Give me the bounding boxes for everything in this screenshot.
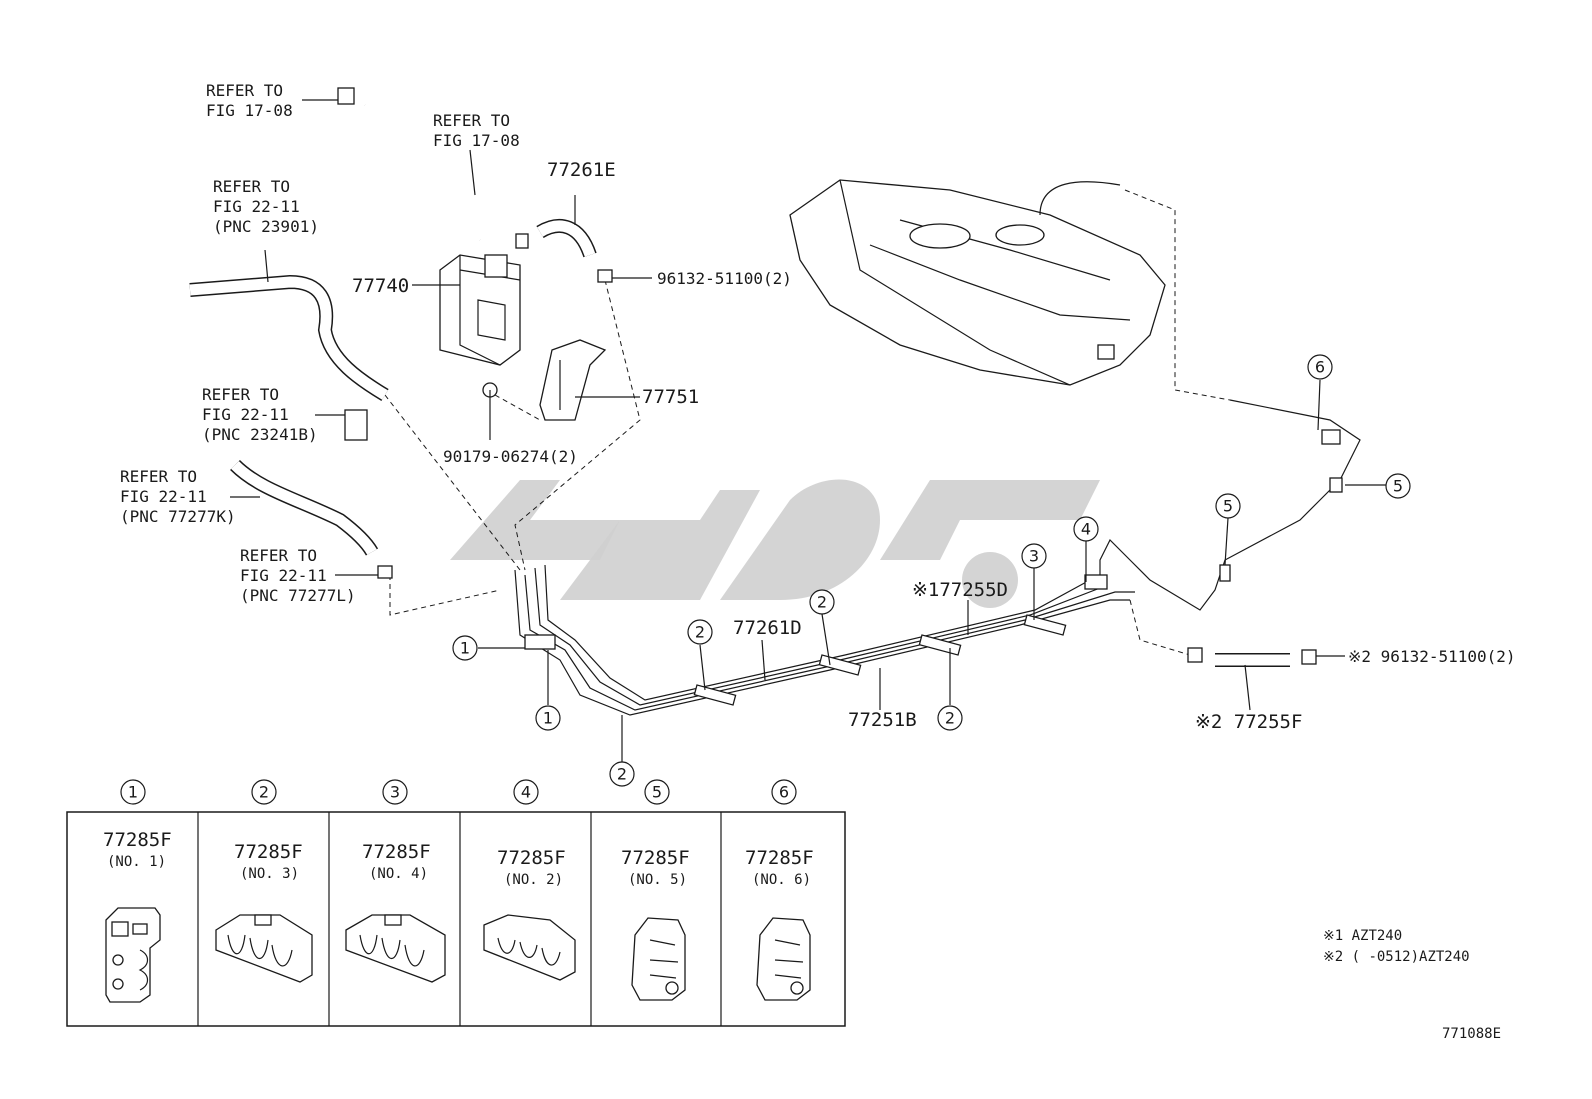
svg-text:2: 2 (259, 783, 269, 802)
refer-label-2-line1: REFER TO (433, 111, 510, 130)
refer-label-1-line1: REFER TO (206, 81, 283, 100)
svg-text:3: 3 (390, 783, 400, 802)
refer-label-3-line2: FIG 22-11 (213, 197, 300, 216)
svg-text:5: 5 (1223, 497, 1233, 516)
refer-label-5-line3: (PNC 77277K) (120, 507, 236, 526)
svg-text:1: 1 (543, 709, 553, 728)
clamp-col-2-header: 2 (251, 779, 277, 805)
svg-text:3: 3 (1029, 547, 1039, 566)
callout-1a: 1 (452, 635, 478, 661)
refer-label-6-line1: REFER TO (240, 546, 317, 565)
svg-text:4: 4 (521, 783, 531, 802)
leader-lines (230, 99, 1386, 762)
refer-label-6-line2: FIG 22-11 (240, 566, 327, 585)
part-77255d: ※177255D (912, 579, 1008, 601)
refer-label-5-line2: FIG 22-11 (120, 487, 207, 506)
refer-label-4-line2: FIG 22-11 (202, 405, 289, 424)
clamp-1-no: (NO. 1) (107, 854, 166, 870)
callout-4: 4 (1073, 516, 1099, 542)
part-77261d: 77261D (733, 617, 802, 639)
refer-label-4-line1: REFER TO (202, 385, 279, 404)
clamp-col-6-header: 6 (771, 779, 797, 805)
refer-to-labels: REFER TO FIG 17-08 REFER TO FIG 17-08 RE… (120, 81, 520, 605)
clamp-1-illustration (105, 907, 161, 1003)
evap-hoses (189, 87, 1317, 667)
refer-label-3-line3: (PNC 23901) (213, 217, 319, 236)
part-77255f: ※2 77255F (1195, 711, 1302, 733)
refer-label-4-line3: (PNC 23241B) (202, 425, 318, 444)
clamp-1-pn: 77285F (103, 829, 172, 851)
refer-label-3-line1: REFER TO (213, 177, 290, 196)
refer-label-1-line2: FIG 17-08 (206, 101, 293, 120)
part-77740: 77740 (352, 275, 409, 297)
svg-text:6: 6 (779, 783, 789, 802)
clamp-5-no: (NO. 5) (628, 872, 687, 888)
callout-1b: 1 (535, 705, 561, 731)
clamp-6-pn: 77285F (745, 847, 814, 869)
bracket-77751 (539, 339, 607, 421)
refer-label-6-line3: (PNC 77277L) (240, 586, 356, 605)
callout-2d: 2 (937, 705, 963, 731)
callout-3: 3 (1021, 543, 1047, 569)
clamp-4-no: (NO. 2) (504, 872, 563, 888)
part-77751: 77751 (642, 386, 699, 408)
charcoal-canister (439, 254, 521, 366)
clamp-2-no: (NO. 3) (240, 866, 299, 882)
clamp-6-illustration (756, 917, 811, 1001)
fuel-tank (789, 179, 1166, 386)
clamp-col-5-header: 5 (644, 779, 670, 805)
clamp-3-pn: 77285F (362, 841, 431, 863)
part-77261e: 77261E (547, 159, 616, 181)
note-2: ※2 ( -0512)AZT240 (1323, 949, 1470, 965)
svg-text:2: 2 (945, 709, 955, 728)
clamp-4-pn: 77285F (497, 847, 566, 869)
svg-text:4: 4 (1081, 520, 1091, 539)
svg-text:5: 5 (1393, 477, 1403, 496)
svg-text:2: 2 (617, 765, 627, 784)
callout-2b: 2 (609, 761, 635, 787)
clamp-2-illustration (215, 914, 313, 983)
refer-label-5-line1: REFER TO (120, 467, 197, 486)
clamp-4-illustration (483, 914, 576, 981)
part-77251b: 77251B (848, 709, 917, 731)
svg-text:1: 1 (128, 783, 138, 802)
refer-label-2-line2: FIG 17-08 (433, 131, 520, 150)
callout-5b: 5 (1385, 473, 1411, 499)
svg-text:2: 2 (817, 593, 827, 612)
svg-text:5: 5 (652, 783, 662, 802)
callout-5a: 5 (1215, 493, 1241, 519)
callout-2a: 2 (687, 619, 713, 645)
figure-id: 771088E (1442, 1026, 1501, 1042)
clamp-col-1-header: 1 (120, 779, 146, 805)
part-labels: 77261E 77740 96132-51100(2) 77751 90179-… (352, 159, 1516, 733)
part-96132-b: ※2 96132-51100(2) (1348, 647, 1516, 666)
note-1: ※1 AZT240 (1323, 928, 1402, 944)
clamp-2-pn: 77285F (234, 841, 303, 863)
callout-6: 6 (1307, 354, 1333, 380)
clamp-table: 1 2 3 4 5 6 77285F (NO. 1) 77285F (NO. 3… (66, 779, 846, 1027)
clamp-col-4-header: 4 (513, 779, 539, 805)
svg-text:1: 1 (460, 639, 470, 658)
clamp-col-3-header: 3 (382, 779, 408, 805)
callout-2c: 2 (809, 589, 835, 615)
dashed-leaders (384, 189, 1231, 656)
svg-text:6: 6 (1315, 358, 1325, 377)
clamp-3-illustration (345, 914, 446, 983)
clamp-6-no: (NO. 6) (752, 872, 811, 888)
clamp-3-no: (NO. 4) (369, 866, 428, 882)
part-96132-a: 96132-51100(2) (657, 269, 792, 288)
watermark-logo (450, 479, 1100, 608)
clamp-5-illustration (631, 917, 686, 1001)
svg-text:2: 2 (695, 623, 705, 642)
part-90179: 90179-06274(2) (443, 447, 578, 466)
callout-markers: 1 1 2 2 2 2 3 4 5 5 6 (452, 354, 1411, 787)
clamp-5-pn: 77285F (621, 847, 690, 869)
